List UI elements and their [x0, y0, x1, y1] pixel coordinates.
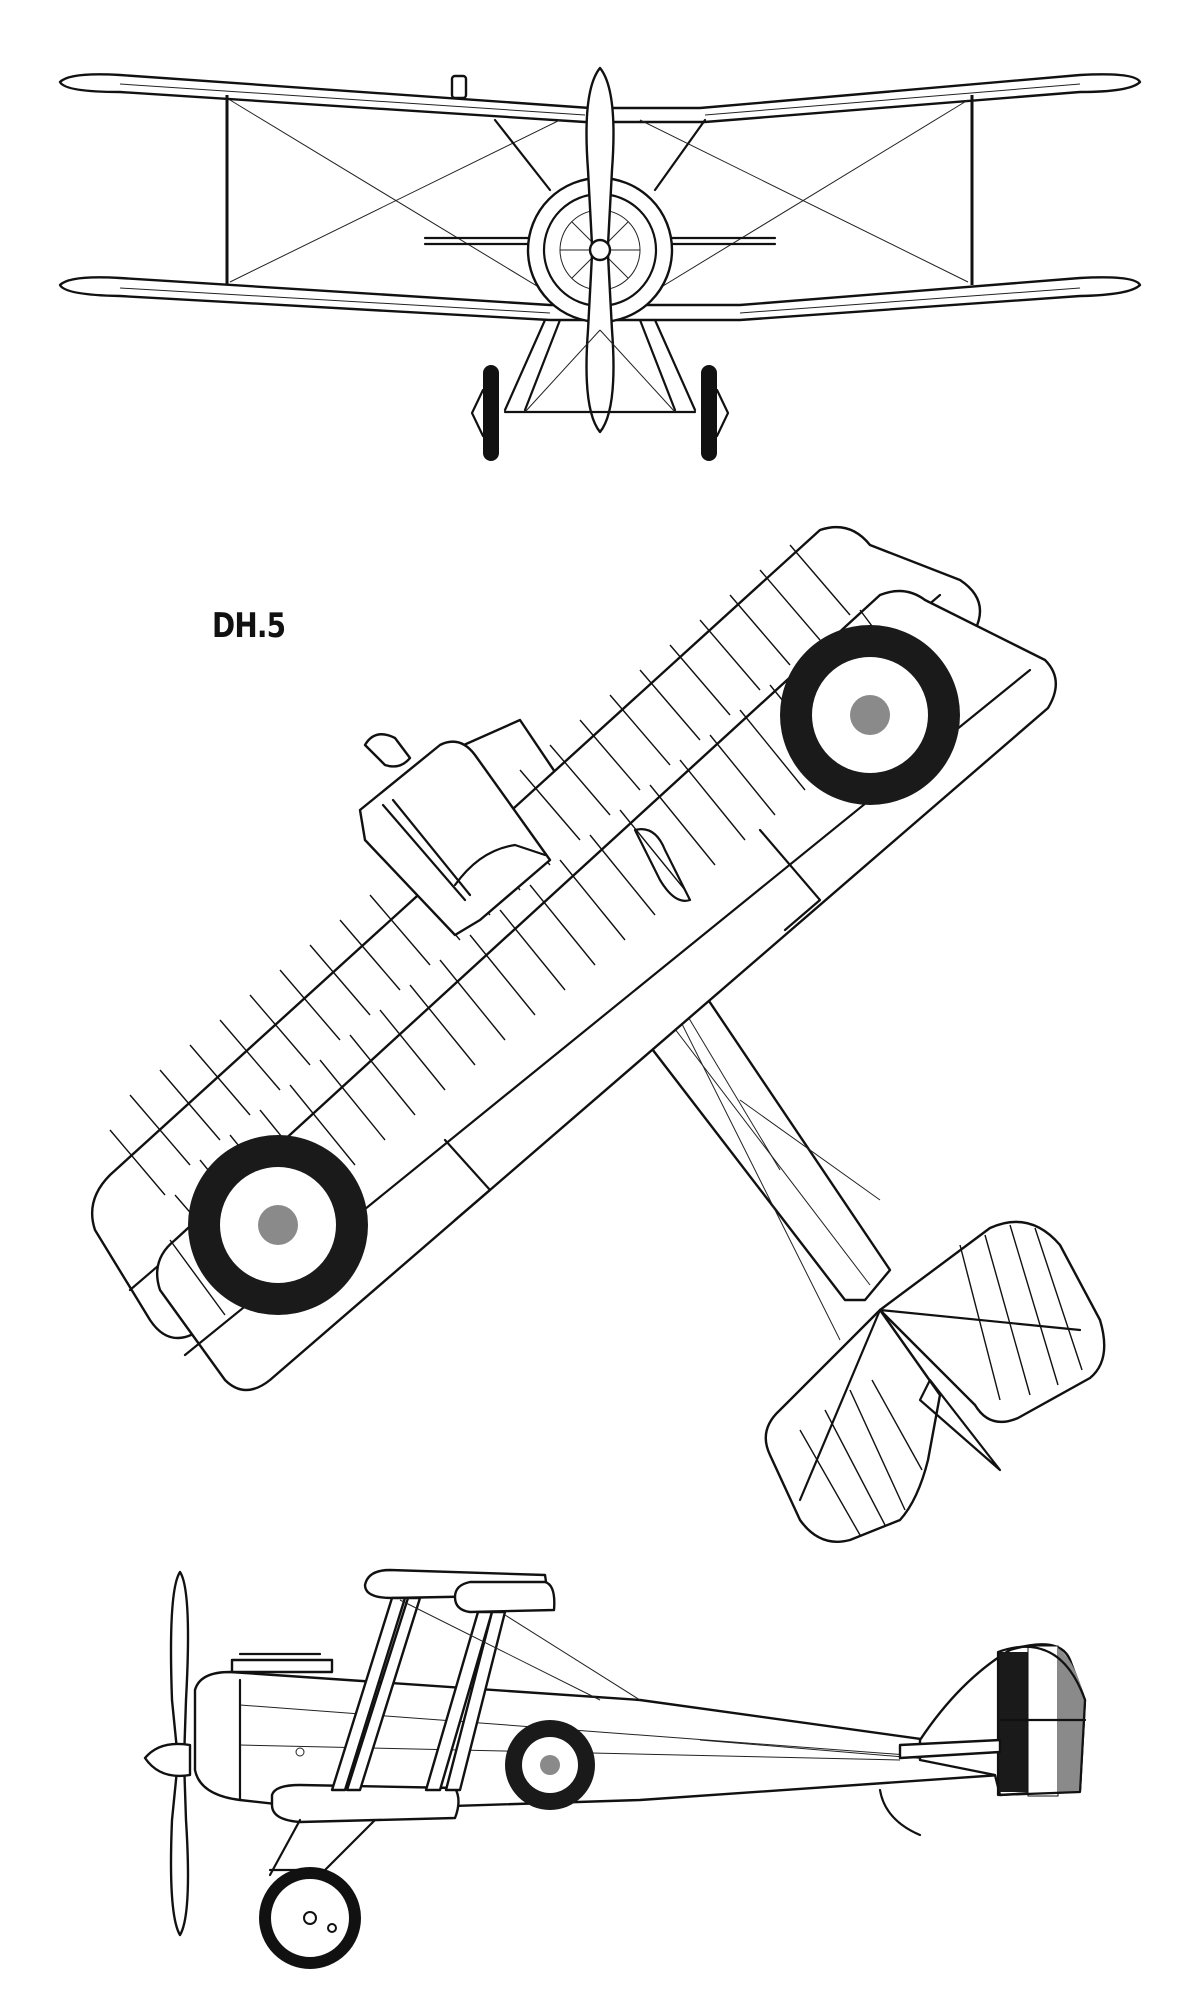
plan-view — [90, 525, 1106, 1543]
front-left-wheel — [483, 365, 499, 461]
side-lower-wing — [270, 1783, 460, 1824]
front-lower-wing — [58, 276, 1142, 322]
side-rudder — [918, 1643, 1087, 1797]
side-wheel — [259, 1867, 361, 1969]
side-fuselage — [193, 1670, 1002, 1812]
front-view — [58, 66, 1142, 461]
front-propeller — [585, 66, 615, 247]
plan-roundel-upper — [780, 625, 960, 805]
plan-nose — [358, 733, 692, 937]
side-propeller — [169, 1570, 190, 1762]
front-right-wheel — [701, 365, 717, 461]
plan-roundel-lower — [188, 1135, 368, 1315]
side-view — [143, 1568, 1087, 1969]
side-roundel — [505, 1720, 595, 1810]
plan-tailplane — [764, 1220, 1106, 1543]
aircraft-type-label: DH.5 — [212, 606, 286, 646]
